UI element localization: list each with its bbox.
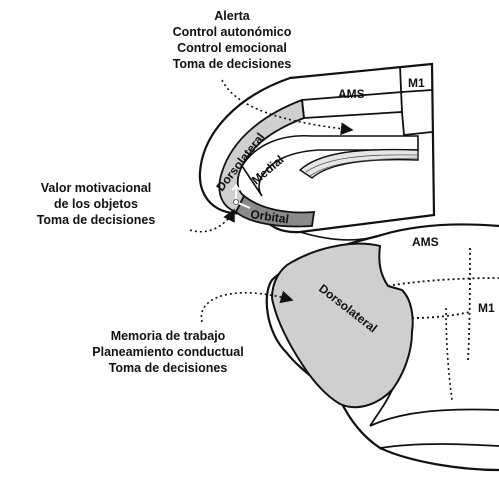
lateral-label-m1: M1 (478, 301, 495, 315)
medial-label-m1: M1 (408, 76, 425, 90)
lateral-label-ams: AMS (412, 235, 439, 249)
medial-view: AMS M1 Dorsolateral Medial Orbital (200, 64, 434, 232)
annotation-top: Alerta Control autonómico Control emocio… (173, 9, 292, 71)
annotation-bottom-line-3: Toma de decisiones (109, 361, 228, 375)
annotation-top-line-2: Control autonómico (173, 25, 292, 39)
lateral-view: AMS M1 Dorsolateral (267, 224, 499, 470)
annotation-bottom-line-1: Memoria de trabajo (111, 329, 226, 343)
annotation-top-line-3: Control emocional (177, 41, 287, 55)
annotation-bottom-line-2: Planeamiento conductual (92, 345, 243, 359)
annotation-top-line-1: Alerta (214, 9, 250, 23)
annotation-top-line-4: Toma de decisiones (173, 57, 292, 71)
annotation-left-line-2: de los objetos (54, 197, 138, 211)
medial-junction-dot (234, 200, 239, 205)
annotation-left-line-3: Toma de decisiones (37, 213, 156, 227)
annotation-left: Valor motivacional de los objetos Toma d… (37, 181, 156, 227)
medial-label-ams: AMS (338, 87, 365, 101)
view-connector-line (300, 232, 378, 240)
annotation-bottom: Memoria de trabajo Planeamiento conductu… (92, 329, 243, 375)
annotation-left-line-1: Valor motivacional (41, 181, 151, 195)
